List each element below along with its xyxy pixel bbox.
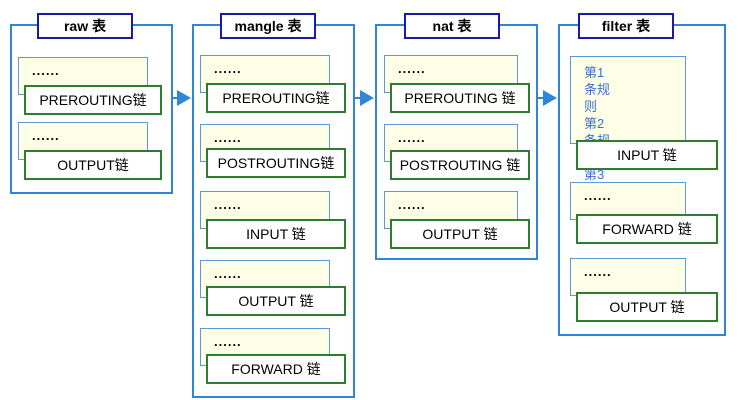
rule-placeholder: ...... <box>32 128 60 143</box>
rule-placeholder: ...... <box>214 197 242 212</box>
chain-label: INPUT 链 <box>576 140 718 170</box>
filter-table-title: filter 表 <box>578 13 674 39</box>
rule-placeholder: ...... <box>398 197 426 212</box>
rule-placeholder: ...... <box>584 264 612 279</box>
mangle-table-title: mangle 表 <box>220 13 316 39</box>
rule-area <box>570 182 686 220</box>
chain-label: PREROUTING 链 <box>390 83 530 113</box>
rule-placeholder: ...... <box>584 188 612 203</box>
chain-label: PREROUTING链 <box>24 85 162 115</box>
chain-label: PREROUTING链 <box>206 83 346 113</box>
chain-label: OUTPUT 链 <box>576 292 718 322</box>
rule-placeholder: ...... <box>398 61 426 76</box>
raw-table-title: raw 表 <box>37 13 133 39</box>
rule-text: 第1条规则 <box>584 65 611 114</box>
chain-label: POSTROUTING 链 <box>390 150 530 180</box>
chain-label: OUTPUT 链 <box>206 286 346 316</box>
rule-area <box>570 258 686 296</box>
chain-label: FORWARD 链 <box>576 214 718 244</box>
rule-placeholder: ...... <box>214 266 242 281</box>
chain-label: INPUT 链 <box>206 219 346 249</box>
nat-table-title: nat 表 <box>404 13 500 39</box>
rule-placeholder: ...... <box>32 63 60 78</box>
chain-label: POSTROUTING链 <box>206 148 346 178</box>
rule-placeholder: ...... <box>214 130 242 145</box>
rule-placeholder: ...... <box>398 130 426 145</box>
rule-placeholder: ...... <box>214 334 242 349</box>
chain-label: OUTPUT 链 <box>390 219 530 249</box>
chain-label: OUTPUT链 <box>24 150 162 180</box>
rule-placeholder: ...... <box>214 61 242 76</box>
chain-label: FORWARD 链 <box>206 354 346 384</box>
